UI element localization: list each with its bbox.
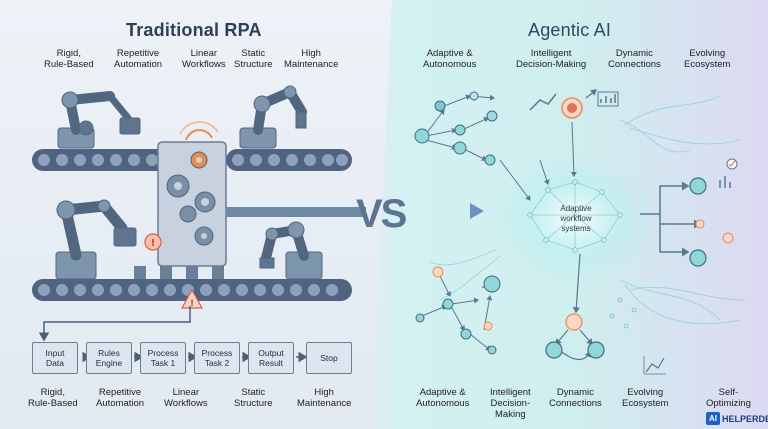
- robot-arm-bottom-left: [55, 199, 137, 280]
- agentic-top-label-4: Evolving Ecosystem: [684, 48, 731, 70]
- svg-text:!: !: [151, 238, 156, 249]
- robot-arm-top-right: [239, 85, 307, 149]
- workflow-step-stop: Stop: [306, 342, 352, 374]
- svg-text:!: !: [190, 299, 194, 309]
- network-right: [640, 158, 738, 267]
- agentic-top-label-1: Adaptive & Autonomous: [423, 48, 477, 70]
- vs-text: VS: [356, 192, 407, 236]
- workflow-step-process-task-1: Process Task 1: [140, 342, 186, 374]
- brain-caption: Adaptive workflow systems: [560, 204, 592, 233]
- vs-arrow: [226, 203, 484, 219]
- top-feedback-links: [499, 121, 577, 201]
- agentic-top-label-3: Dynamic Connections: [608, 48, 661, 70]
- agentic-bottom-label-5: Self- Optimizing: [706, 387, 751, 409]
- rpa-top-label-5: High Maintenance: [284, 48, 339, 70]
- network-bottom-left: [415, 266, 501, 355]
- rpa-title: Traditional RPA: [126, 20, 262, 40]
- robot-arm-bottom-right: [259, 221, 323, 280]
- rpa-top-label-1: Rigid, Rule-Based: [44, 48, 94, 70]
- workflow-step-process-task-2: Process Task 2: [194, 342, 240, 374]
- network-top-left: [414, 91, 498, 166]
- rpa-bottom-label-4: Static Structure: [234, 387, 273, 409]
- logo-badge: AI: [706, 412, 720, 425]
- agentic-bottom-label-4: Evolving Ecosystem: [622, 387, 669, 409]
- agentic-bottom-label-2: Intelligent Decision- Making: [490, 387, 531, 420]
- rpa-bottom-label-1: Rigid, Rule-Based: [28, 387, 78, 409]
- warning-triangle-icon: !: [180, 288, 204, 309]
- warning-circle-icon: !: [144, 233, 162, 251]
- rpa-bottom-label-3: Linear Workflows: [164, 387, 208, 409]
- logo-text: HELPERDESK: [722, 413, 768, 424]
- flow-lines: [429, 95, 746, 325]
- rpa-top-label-3: Linear Workflows: [182, 48, 226, 70]
- gear-machine: [157, 121, 227, 267]
- network-bottom-center: [545, 253, 666, 375]
- brain-glow: [495, 156, 655, 280]
- agentic-title: Agentic AI: [528, 20, 612, 40]
- helperdesk-logo: AI HELPERDESK: [706, 410, 768, 427]
- rpa-top-label-2: Repetitive Automation: [114, 48, 163, 70]
- conveyor-top: [32, 149, 352, 171]
- agentic-top-label-2: Intelligent Decision-Making: [516, 48, 587, 70]
- workflow-step-input-data: Input Data: [32, 342, 78, 374]
- agentic-bottom-label-1: Adaptive & Autonomous: [416, 387, 470, 409]
- rpa-bottom-label-5: High Maintenance: [297, 387, 352, 409]
- agentic-bottom-label-3: Dynamic Connections: [549, 387, 602, 409]
- decision-node: [529, 89, 619, 119]
- robot-arm-top-left: [57, 91, 141, 149]
- rpa-top-label-4: Static Structure: [234, 48, 273, 70]
- rpa-bottom-label-2: Repetitive Automation: [96, 387, 145, 409]
- workflow-step-output-result: Output Result: [248, 342, 294, 374]
- workflow-step-rules-engine: Rules Engine: [86, 342, 132, 374]
